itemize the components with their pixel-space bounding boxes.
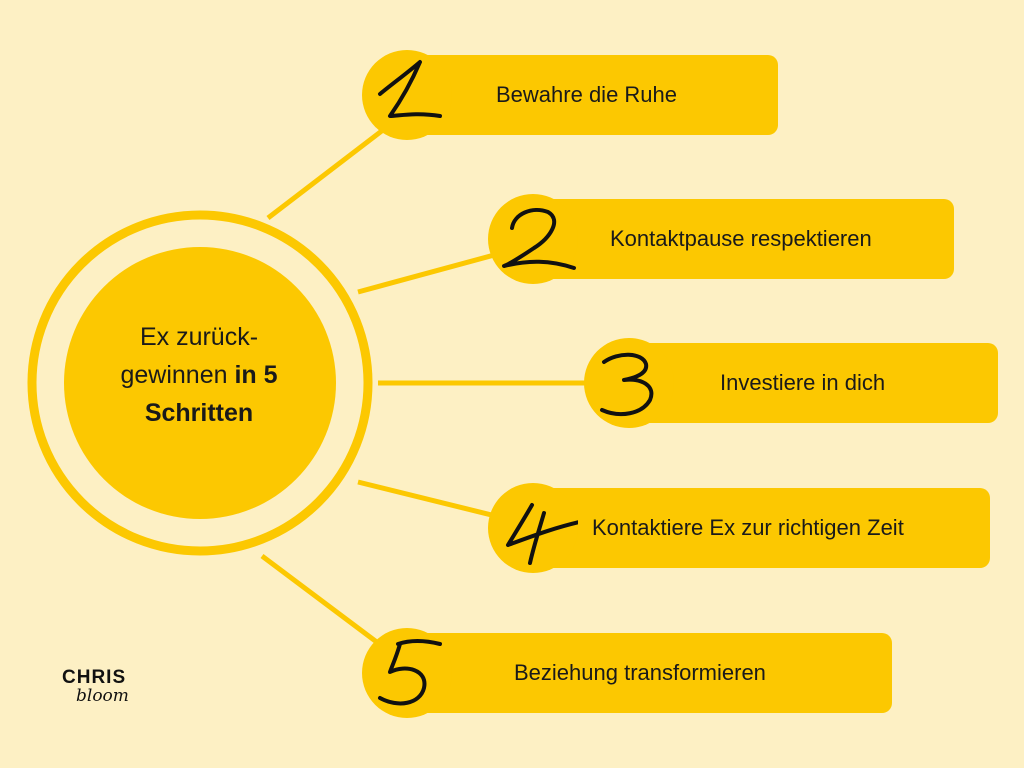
handwritten-number-3-icon [600, 352, 654, 417]
step-1-number-badge [362, 50, 452, 140]
handwritten-number-1-icon [378, 60, 442, 118]
step-5-bar: Beziehung transformieren [404, 633, 892, 713]
step-2-label: Kontaktpause respektieren [610, 226, 872, 251]
handwritten-number-2-icon [502, 208, 576, 270]
step-3-bar: Investiere in dich [626, 343, 998, 423]
hub-title-line-2-bold: in 5 [234, 361, 278, 389]
step-4: Kontaktiere Ex zur richtigen Zeit [488, 483, 990, 573]
handwritten-number-5-icon [378, 639, 442, 706]
step-5-number-badge [362, 628, 452, 718]
hub-title-line-1: Ex zurück- [139, 323, 259, 351]
step-3-label: Investiere in dich [720, 370, 886, 395]
connector-step-1 [266, 118, 398, 220]
step-1-label: Bewahre die Ruhe [496, 82, 678, 107]
step-4-bar: Kontaktiere Ex zur richtigen Zeit [530, 488, 990, 568]
step-3-number-badge [584, 338, 674, 428]
step-4-label: Kontaktiere Ex zur richtigen Zeit [592, 515, 904, 540]
hub-title-line-2: gewinnen [120, 361, 235, 389]
step-5-label: Beziehung transformieren [514, 660, 766, 685]
brand-logo-bloom: bloom [76, 686, 129, 706]
connector-step-5 [260, 554, 392, 654]
step-3: Investiere in dich [584, 338, 998, 428]
step-2-bar: Kontaktpause respektieren [530, 199, 954, 279]
handwritten-number-4-icon [506, 503, 578, 565]
step-5: Beziehung transformieren [362, 628, 892, 718]
hub-title-line-3: Schritten [144, 399, 254, 427]
brand-logo: CHRIS bloom [62, 667, 129, 706]
hub-circle [64, 247, 336, 519]
step-2: Kontaktpause respektieren [488, 194, 954, 284]
step-1: Bewahre die Ruhe [362, 50, 778, 140]
hub-ring [27, 210, 373, 556]
hub-title: Ex zurück- gewinnen in 5 Schritten [74, 318, 324, 432]
step-4-number-badge [488, 483, 578, 573]
step-2-number-badge [488, 194, 578, 284]
step-1-bar: Bewahre die Ruhe [404, 55, 778, 135]
brand-logo-chris: CHRIS [62, 667, 127, 688]
